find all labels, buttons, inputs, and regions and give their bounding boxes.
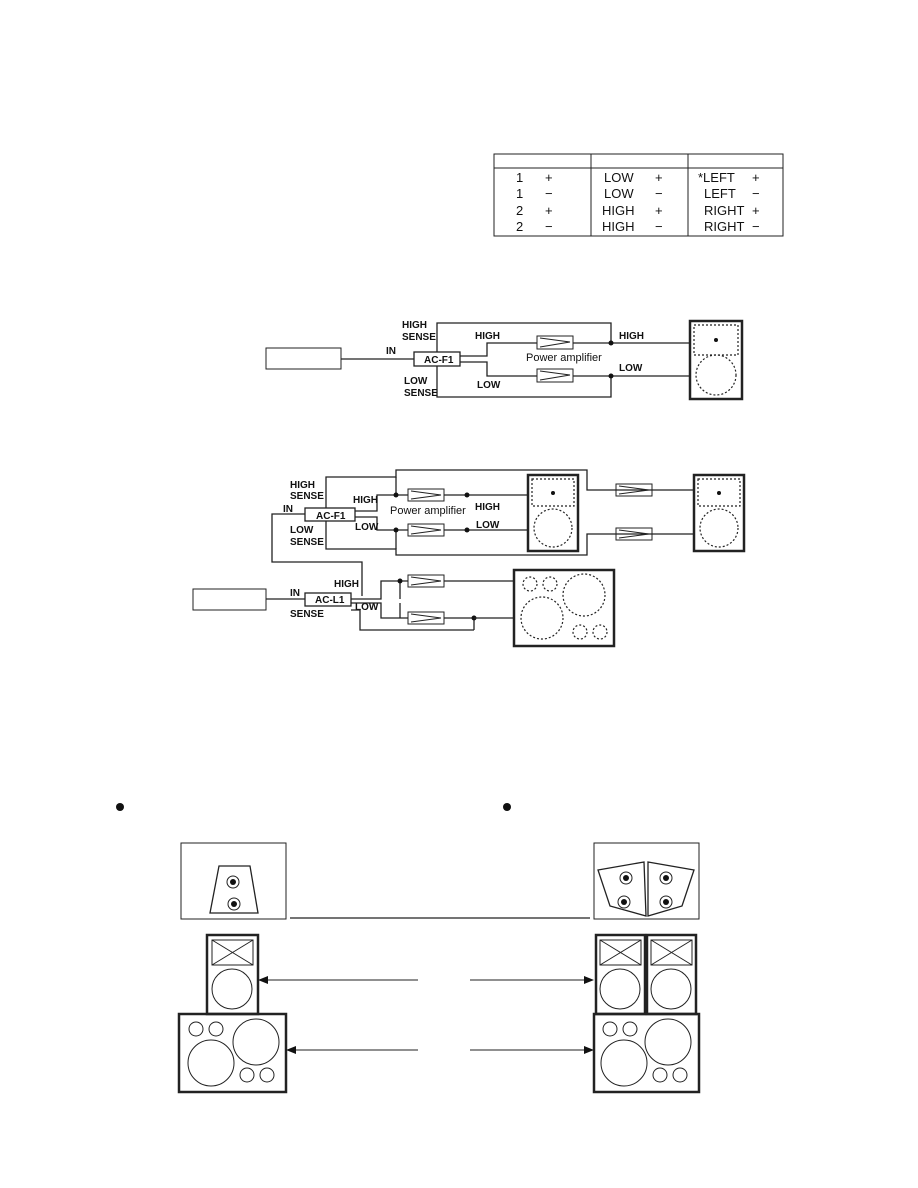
d2-amp-sub2 xyxy=(407,611,445,625)
wiring-diagram-system: HIGH SENSE LOW SENSE IN AC-F1 HIGH Power… xyxy=(192,469,746,648)
arrow-left-bottom xyxy=(286,1046,418,1054)
amp-high xyxy=(536,335,574,350)
row1-ch-pol: + xyxy=(655,170,663,185)
left-speaker-stack xyxy=(177,842,288,1094)
row3-ch: HIGH xyxy=(602,203,635,218)
d2-in2: IN xyxy=(290,588,300,599)
row1-pin: 1 xyxy=(516,170,523,185)
high-label: HIGH xyxy=(475,331,500,342)
d2-high-sense-2: SENSE xyxy=(290,491,324,502)
bottom-bullets xyxy=(116,803,511,811)
row3-ch-pol: + xyxy=(655,203,663,218)
source-box xyxy=(265,347,342,370)
d2-amp-low xyxy=(407,523,445,537)
high-sense-label-2: SENSE xyxy=(402,332,436,343)
wiring-diagram-single: IN AC-F1 HIGH SENSE LOW SENSE HIGH HIGH … xyxy=(265,319,744,401)
d2-amp-right-high xyxy=(615,483,653,497)
row4-side-pol: − xyxy=(752,219,760,234)
d2-high-sense-1: HIGH xyxy=(290,480,315,491)
arrow-left-top xyxy=(258,976,418,984)
d2-subwoofer-cabinet xyxy=(512,568,616,648)
pin-assignment-table: 1 + LOW + *LEFT + 1 − LOW − LEFT − 2 + H… xyxy=(493,153,784,237)
row4-pol: − xyxy=(545,219,553,234)
power-amplifier-label: Power amplifier xyxy=(526,352,602,364)
low-sense-label-1: LOW xyxy=(404,376,428,387)
row4-ch: HIGH xyxy=(602,219,635,234)
row1-pol: + xyxy=(545,170,553,185)
d2-low-sense-2: SENSE xyxy=(290,537,324,548)
d2-out-low: LOW xyxy=(476,520,500,531)
row2-pol: − xyxy=(545,186,553,201)
low-sense-label-2: SENSE xyxy=(404,388,438,399)
d2-ac-l1-label: AC-L1 xyxy=(315,595,345,606)
row4-side: RIGHT xyxy=(704,219,745,234)
arrow-right-bottom xyxy=(470,1046,594,1054)
low-label: LOW xyxy=(477,380,501,391)
speaker-cabinet xyxy=(688,319,744,401)
row3-side: RIGHT xyxy=(704,203,745,218)
d2-out-high: HIGH xyxy=(475,502,500,513)
row1-side: *LEFT xyxy=(698,170,735,185)
row2-ch-pol: − xyxy=(655,186,663,201)
row3-side-pol: + xyxy=(752,203,760,218)
d2-in: IN xyxy=(283,504,293,515)
d2-amp-sub1 xyxy=(407,574,445,588)
d2-low: LOW xyxy=(355,522,379,533)
amp-low xyxy=(536,368,574,383)
row2-side: LEFT xyxy=(704,186,736,201)
d2-sense2: SENSE xyxy=(290,609,324,620)
d2-source-box xyxy=(192,588,267,611)
arrow-right-top xyxy=(470,976,594,984)
row2-pin: 1 xyxy=(516,186,523,201)
d2-low2: LOW xyxy=(355,602,379,613)
d2-amp-right-low xyxy=(615,527,653,541)
d2-amp-high xyxy=(407,488,445,502)
row4-pin: 2 xyxy=(516,219,523,234)
row1-side-pol: + xyxy=(752,170,760,185)
out-high-label: HIGH xyxy=(619,331,644,342)
row2-ch: LOW xyxy=(604,186,634,201)
row2-side-pol: − xyxy=(752,186,760,201)
row3-pol: + xyxy=(545,203,553,218)
ac-f1-label: AC-F1 xyxy=(424,355,454,366)
right-speaker-stack xyxy=(592,842,701,1094)
d2-power-amplifier-label: Power amplifier xyxy=(390,505,466,517)
d2-ac-f1-label: AC-F1 xyxy=(316,511,346,522)
d2-left-speaker xyxy=(526,473,580,553)
high-sense-label-1: HIGH xyxy=(402,320,427,331)
row1-ch: LOW xyxy=(604,170,634,185)
row4-ch-pol: − xyxy=(655,219,663,234)
row3-pin: 2 xyxy=(516,203,523,218)
out-low-label: LOW xyxy=(619,363,643,374)
low-sense-wire xyxy=(436,366,612,398)
in-label: IN xyxy=(386,346,396,357)
d2-low-sense-1: LOW xyxy=(290,525,314,536)
high-sense-wire xyxy=(436,322,612,352)
d2-high2: HIGH xyxy=(334,579,359,590)
d2-high: HIGH xyxy=(353,495,378,506)
d2-right-speaker xyxy=(692,473,746,553)
